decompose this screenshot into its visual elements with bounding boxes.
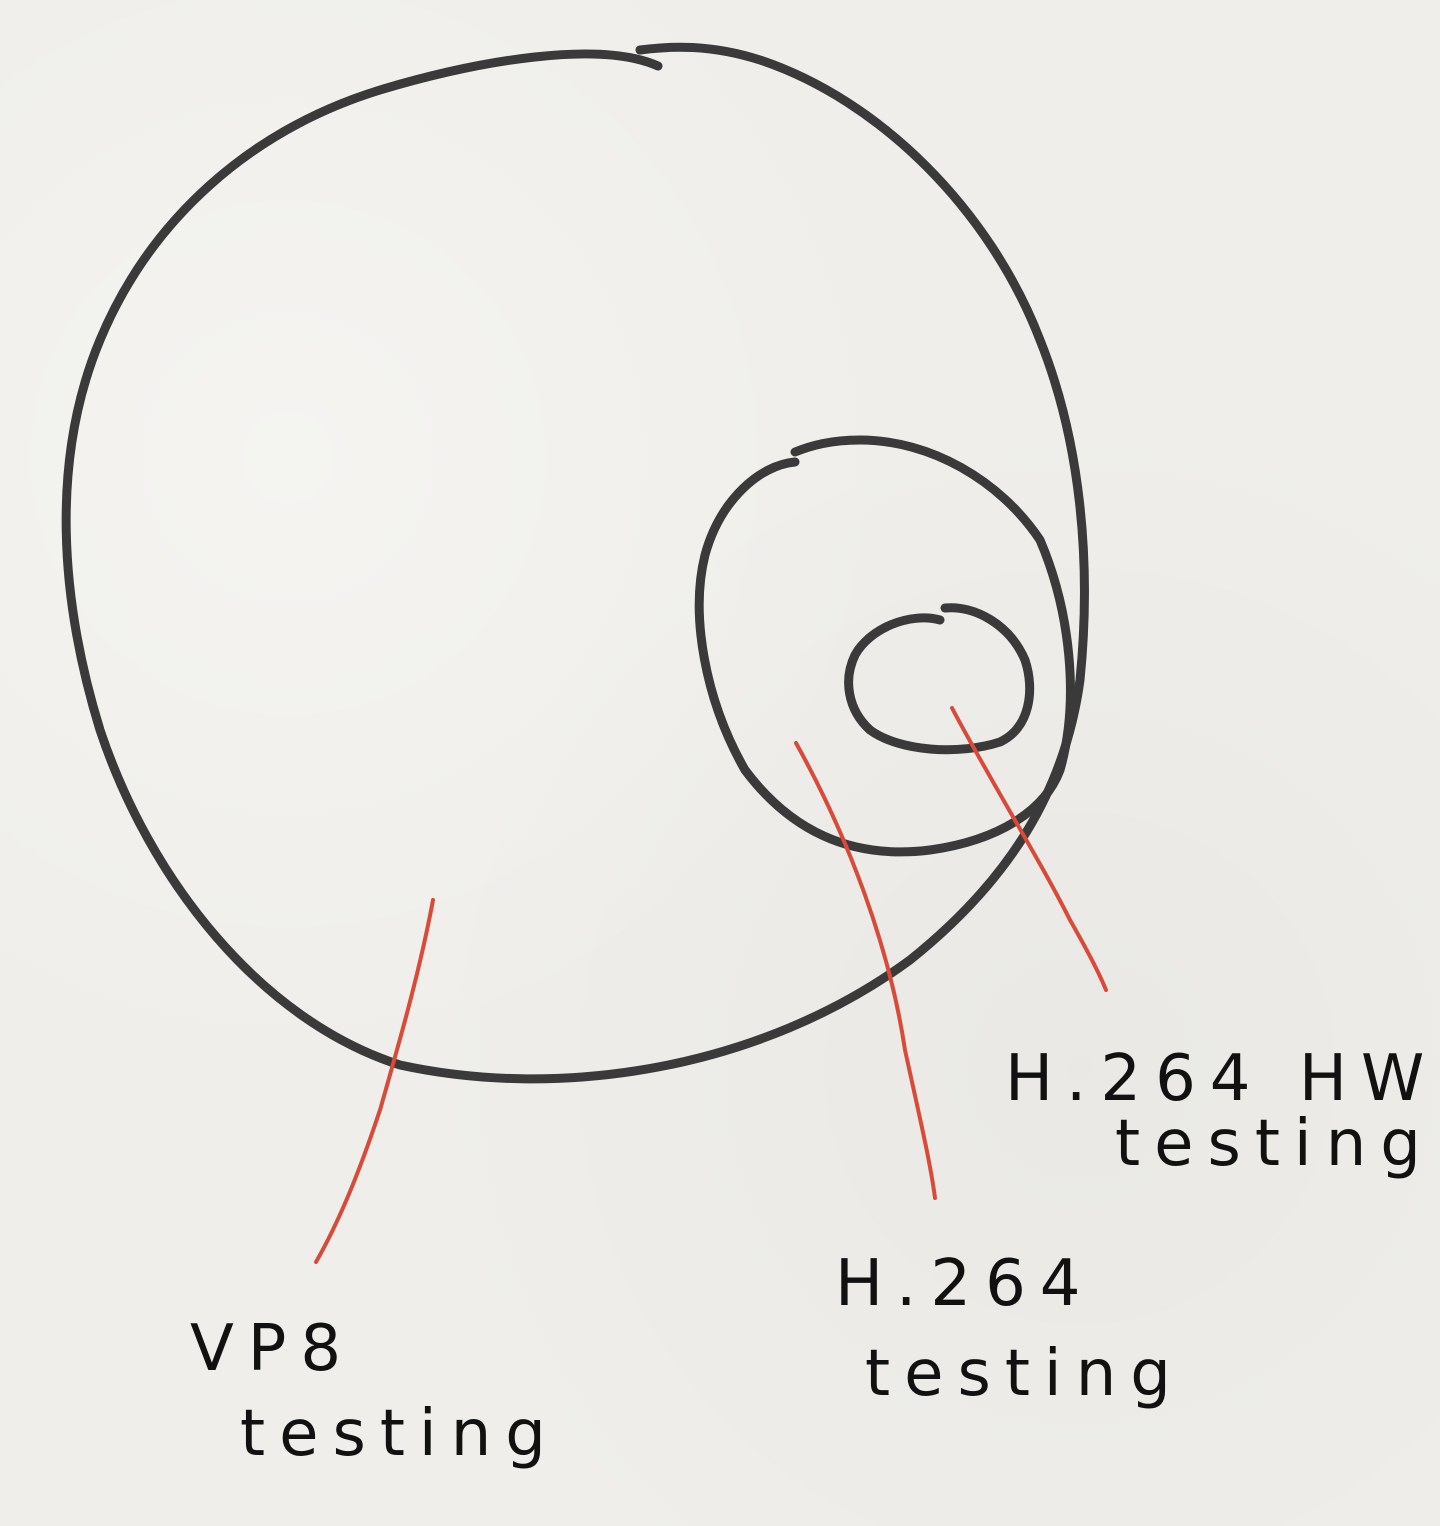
vp8-label-line-2: testing <box>240 1397 560 1471</box>
vp8-set-outline <box>61 42 1089 1084</box>
h264-hw-pointer-line <box>950 706 1108 992</box>
h264-pointer-line <box>794 741 937 1200</box>
h264-label-line-1: H.264 <box>835 1247 1095 1321</box>
h264-set-outline <box>694 435 1075 857</box>
h264-hw-label-line-2: testing <box>1115 1107 1435 1181</box>
h264-label-line-2: testing <box>865 1337 1185 1411</box>
vp8-pointer-line <box>314 898 435 1264</box>
h264-label: H.264 testing <box>835 1247 1185 1411</box>
h264-hw-set-outline <box>844 603 1035 755</box>
h264-hw-label: H.264 HW testing <box>1005 1042 1438 1181</box>
vp8-label-line-1: VP8 <box>190 1312 355 1386</box>
h264-hw-label-line-1: H.264 HW <box>1005 1042 1438 1116</box>
vp8-label: VP8 testing <box>190 1312 560 1471</box>
